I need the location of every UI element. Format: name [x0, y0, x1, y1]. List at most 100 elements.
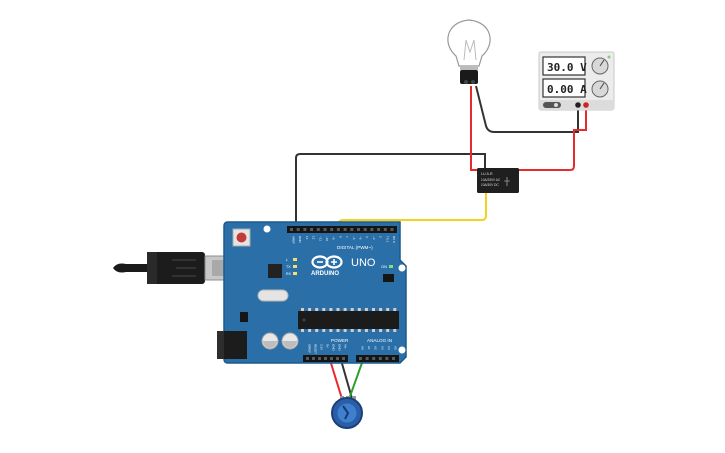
power-supply[interactable]: 30.0 V 0.00 A [538, 51, 615, 111]
digital-pin-label: 8 [338, 236, 342, 238]
pin-hole[interactable] [303, 228, 307, 231]
pin-hole[interactable] [370, 228, 374, 231]
pin-hole[interactable] [336, 357, 339, 360]
power-switch[interactable] [543, 102, 561, 108]
wire-bulb-to-supply[interactable] [475, 85, 579, 133]
analog-pin-label: A4 [387, 346, 391, 350]
pin-hole[interactable] [378, 357, 382, 360]
pin-hole[interactable] [363, 228, 367, 231]
relay[interactable]: LU-5-R 10A/250V AC 10A/30V DC [477, 168, 519, 193]
pin-hole[interactable] [372, 357, 376, 360]
on-led-label: ON [381, 264, 387, 269]
pin-hole[interactable] [312, 357, 315, 360]
pin-hole[interactable] [390, 228, 394, 231]
chip-leg [308, 308, 312, 311]
voltage-readout: 30.0 V [547, 61, 587, 74]
on-led [389, 265, 393, 268]
pin-hole[interactable] [310, 228, 314, 231]
pin-hole[interactable] [290, 228, 293, 231]
led-label: L [286, 258, 288, 262]
pin-hole[interactable] [342, 357, 345, 360]
pin-hole[interactable] [306, 357, 309, 360]
chip-leg [301, 308, 304, 311]
pin-hole[interactable] [323, 228, 327, 231]
pin-hole[interactable] [318, 357, 321, 360]
analog-in-label: ANALOG IN [367, 338, 392, 343]
pin-hole[interactable] [330, 357, 333, 360]
wire-relay-to-supply[interactable] [518, 107, 587, 171]
chip-leg [372, 329, 375, 332]
pin-hole[interactable] [392, 357, 395, 360]
analog-pin-label: A2 [374, 346, 378, 350]
pin-hole[interactable] [357, 228, 360, 231]
pin-hole[interactable] [296, 228, 300, 231]
digital-pin-label: ~6 [352, 236, 356, 240]
chip-leg [379, 308, 383, 311]
voltage-display [542, 56, 586, 76]
digital-pin-label: 12 [312, 236, 316, 240]
chip-leg [350, 308, 354, 311]
digital-pin-label: ~5 [359, 236, 363, 240]
chip-leg [364, 329, 368, 332]
analog-pin-label: A0 [361, 346, 365, 350]
digital-pin-label: 13 [305, 236, 309, 240]
chip-leg [322, 308, 326, 311]
pin-hole[interactable] [336, 228, 340, 231]
pin-hole[interactable] [330, 228, 334, 231]
pin-hole[interactable] [383, 228, 387, 231]
pin-hole[interactable] [316, 228, 320, 231]
supply-negative-terminal[interactable] [575, 102, 581, 108]
chip-leg [350, 329, 354, 332]
chip-leg [329, 308, 333, 311]
pin-hole[interactable] [385, 357, 389, 360]
status-leds: L TX RX [286, 258, 297, 276]
power-pin-label: 3.3V [320, 344, 324, 350]
chip-leg [393, 329, 397, 332]
pin-hole[interactable] [350, 228, 354, 231]
crystal-oscillator [257, 289, 289, 302]
relay-model-label: LU-5-R [481, 172, 493, 176]
wire-bulb-to-relay[interactable] [470, 86, 478, 171]
wire-pot-a0[interactable] [347, 359, 364, 403]
digital-pin-label: ~3 [372, 236, 376, 240]
icsp-header [383, 274, 394, 282]
pin-hole[interactable] [365, 357, 369, 360]
arduino-logo [311, 255, 343, 269]
current-display [542, 78, 586, 98]
chip-leg [301, 329, 304, 332]
digital-pins [290, 228, 394, 231]
relay-rating-dc: 10A/30V DC [481, 183, 499, 187]
current-readout: 0.00 A [547, 83, 587, 96]
potentiometer[interactable] [331, 396, 363, 429]
digital-pin-label: RX 0 [392, 236, 396, 243]
reset-button-cap[interactable] [236, 232, 247, 243]
relay-rating-ac: 10A/250V AC [481, 178, 501, 182]
led-label: TX [286, 265, 291, 269]
chip-leg [343, 329, 347, 332]
pin-hole[interactable] [324, 357, 327, 360]
digital-pin-label: AREF [292, 236, 296, 244]
wire-pot-5v[interactable] [329, 359, 344, 403]
pin-hole[interactable] [377, 228, 381, 231]
pin-hole[interactable] [343, 228, 347, 231]
led-label: RX [286, 272, 292, 276]
usb-cable[interactable] [113, 252, 236, 284]
digital-pin-label: ~11 [318, 236, 322, 241]
digital-pin-label: 7 [345, 236, 349, 238]
chip-leg [372, 308, 375, 311]
pin-hole[interactable] [359, 357, 362, 360]
power-pin-label: GND [332, 344, 336, 352]
light-bulb[interactable] [447, 19, 491, 84]
chip-leg [322, 329, 326, 332]
supply-positive-terminal[interactable] [583, 102, 589, 108]
digital-pin-label: ~9 [332, 236, 336, 240]
analog-pin-label: A3 [380, 346, 384, 350]
wire-gnd-to-relay[interactable] [295, 153, 486, 231]
digital-pin-label: GND [298, 236, 302, 244]
capacitor [261, 332, 279, 350]
power-pin-label: GND [338, 344, 342, 352]
